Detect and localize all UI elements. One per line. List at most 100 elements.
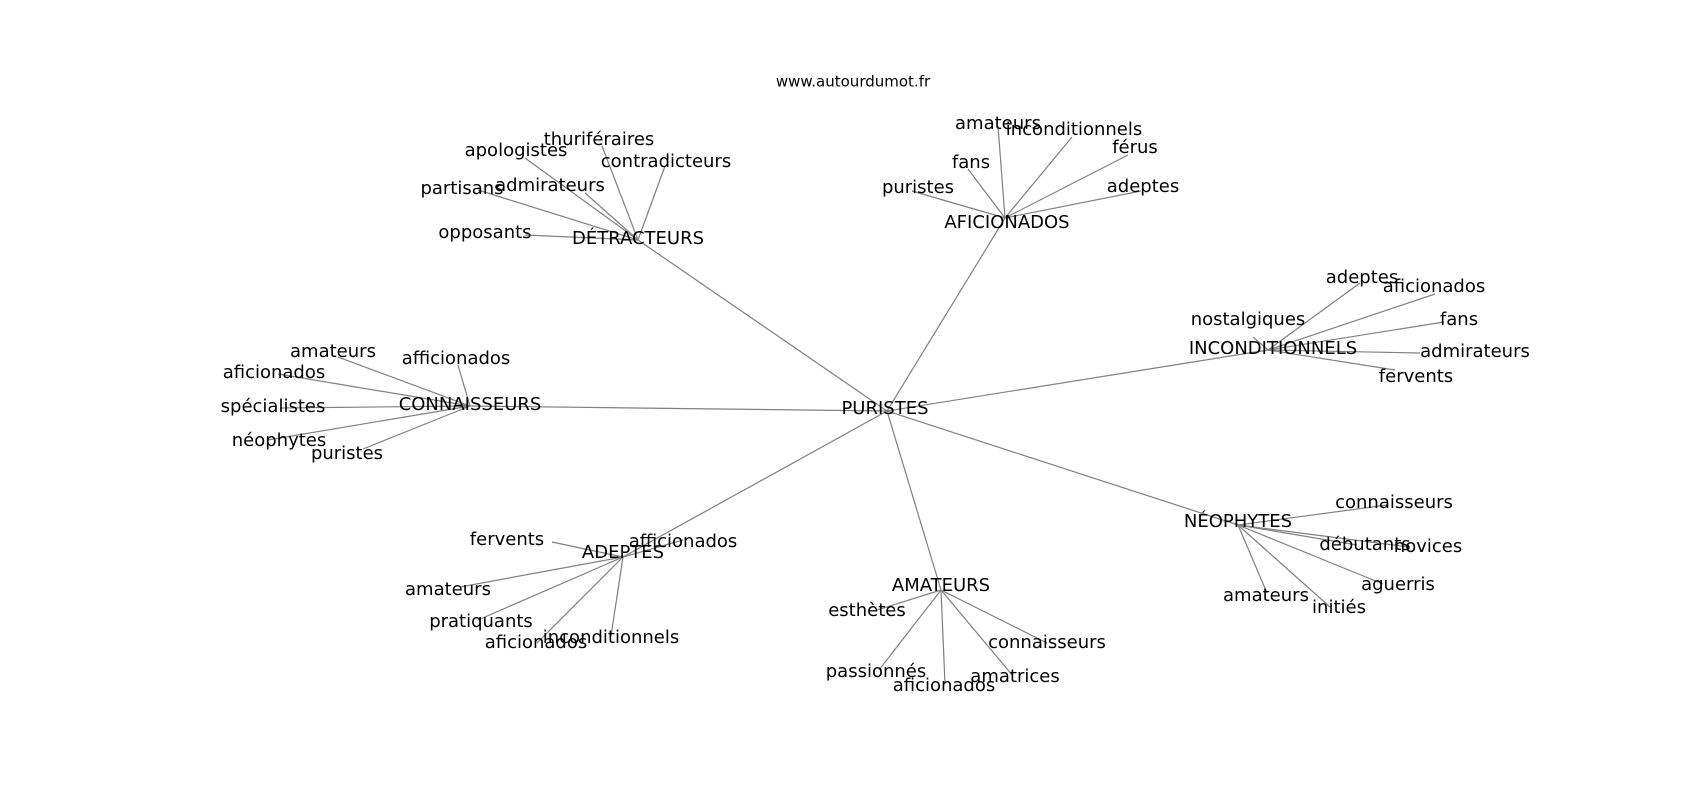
edge-branch-to-leaf (940, 589, 1048, 644)
leaf-node-label[interactable]: adeptes (1107, 176, 1179, 197)
leaf-node-label[interactable]: débutants (1319, 534, 1410, 555)
edge-branch-to-leaf (457, 364, 471, 407)
leaf-node-label[interactable]: thuriféraires (544, 129, 655, 150)
edge-branch-to-leaf (362, 405, 471, 450)
edge-branch-to-leaf (536, 556, 624, 644)
leaf-node-label[interactable]: inconditionnels (543, 627, 680, 648)
edge-branch-to-leaf (277, 373, 471, 407)
edge-branch-to-leaf (637, 165, 666, 241)
branch-node-label[interactable]: CONNAISSEURS (399, 394, 542, 415)
edge-branch-to-leaf (622, 539, 684, 558)
branch-node-label[interactable]: AMATEURS (892, 575, 990, 596)
leaf-node-label[interactable]: admirateurs (495, 175, 605, 196)
leaf-node-label[interactable]: spécialistes (221, 396, 326, 417)
edge-center-to-branch (469, 405, 888, 412)
edge-branch-to-leaf (940, 589, 1014, 677)
edge-branch-to-leaf (551, 541, 624, 558)
leaf-node-label[interactable]: amateurs (405, 579, 491, 600)
leaf-node-label[interactable]: pratiquants (429, 611, 533, 632)
site-url-label: www.autourdumot.fr (776, 73, 931, 91)
leaf-node-label[interactable]: aguerris (1361, 574, 1435, 595)
leaf-node-label[interactable]: amatrices (970, 666, 1059, 687)
leaf-node-label[interactable]: férus (1112, 137, 1158, 158)
branch-node-label[interactable]: ADEPTES (582, 542, 664, 563)
edge-branch-to-leaf (524, 234, 639, 241)
center-node-label[interactable]: PURISTES (841, 398, 928, 419)
leaf-node-label[interactable]: aficionados (485, 632, 588, 653)
edge-branch-to-leaf (1267, 282, 1361, 351)
edge-branch-to-leaf (1237, 524, 1358, 546)
edge-branch-to-leaf (1237, 504, 1388, 526)
leaf-node-label[interactable]: amateurs (290, 341, 376, 362)
leaf-node-label[interactable]: esthètes (828, 600, 906, 621)
leaf-node-label[interactable]: néophytes (232, 430, 327, 451)
leaf-node-label[interactable]: fans (1440, 309, 1478, 330)
edge-center-to-branch (886, 410, 1239, 526)
leaf-node-label[interactable]: aficionados (223, 362, 326, 383)
edge-branch-to-leaf (1237, 524, 1384, 585)
leaf-node-label[interactable]: connaisseurs (988, 632, 1106, 653)
leaf-node-label[interactable]: adeptes (1326, 267, 1398, 288)
leaf-node-label[interactable]: passionnés (826, 661, 927, 682)
edge-branch-to-leaf (584, 192, 639, 241)
edge-branch-to-leaf (279, 405, 471, 409)
leaf-node-label[interactable]: partisans (420, 178, 503, 199)
edge-branch-to-leaf (911, 190, 1006, 219)
edge-branch-to-leaf (878, 589, 942, 671)
leaf-node-label[interactable]: amateurs (955, 113, 1041, 134)
leaf-node-label[interactable]: afficionados (629, 531, 738, 552)
leaf-node-label[interactable]: connaisseurs (1335, 492, 1453, 513)
edge-branch-to-leaf (477, 189, 639, 241)
edge-branch-to-leaf (477, 556, 624, 621)
edge-branch-to-leaf (1267, 349, 1421, 354)
edge-center-to-branch (622, 410, 888, 558)
edge-branch-to-leaf (1237, 524, 1331, 608)
leaf-node-label[interactable]: inconditionnels (1006, 119, 1143, 140)
leaf-node-label[interactable]: puristes (882, 177, 954, 198)
edge-branch-to-leaf (967, 168, 1006, 219)
leaf-node-label[interactable]: aficionados (1383, 276, 1486, 297)
leaf-node-label[interactable]: fervents (1379, 366, 1453, 387)
leaf-node-label[interactable]: admirateurs (1420, 341, 1530, 362)
leaf-node-label[interactable]: fervents (470, 529, 544, 550)
edges-layer (267, 125, 1445, 685)
edge-branch-to-leaf (1267, 349, 1396, 371)
edge-branch-to-leaf (459, 556, 624, 588)
leaf-node-label[interactable]: puristes (311, 443, 383, 464)
leaf-node-label[interactable]: opposants (438, 222, 531, 243)
leaf-node-label[interactable]: nostalgiques (1191, 309, 1306, 330)
branch-node-label[interactable]: DÉTRACTEURS (572, 227, 704, 249)
edge-branch-to-leaf (1004, 136, 1073, 219)
edge-branch-to-leaf (337, 356, 471, 407)
leaf-node-label[interactable]: aficionados (893, 675, 996, 696)
edge-branch-to-leaf (1267, 321, 1445, 351)
edge-center-to-branch (886, 410, 942, 591)
labels-layer: DÉTRACTEURS opposants partisans apologistes… (221, 113, 1530, 696)
branch-node-label[interactable]: AFICIONADOS (944, 212, 1069, 233)
branch-node-label[interactable]: INCONDITIONNELS (1189, 338, 1357, 359)
leaf-node-label[interactable]: contradicteurs (601, 151, 731, 172)
edge-branch-to-leaf (610, 556, 624, 637)
leaf-node-label[interactable]: apologistes (465, 140, 568, 161)
edge-branch-to-leaf (997, 125, 1006, 219)
leaf-node-label[interactable]: fans (952, 152, 990, 173)
edge-center-to-branch (886, 217, 1006, 412)
edge-branch-to-leaf (1237, 524, 1410, 548)
edge-branch-to-leaf (1004, 154, 1129, 219)
leaf-node-label[interactable]: novices (1394, 536, 1462, 557)
edge-branch-to-leaf (1252, 336, 1269, 351)
edge-branch-to-leaf (940, 589, 946, 685)
edge-branch-to-leaf (1237, 524, 1268, 594)
branch-node-label[interactable]: NÉOPHYTES (1184, 510, 1292, 532)
edge-branch-to-leaf (601, 145, 639, 241)
edge-center-to-branch (886, 349, 1269, 412)
edge-branch-to-leaf (876, 589, 942, 611)
leaf-node-label[interactable]: initiés (1312, 597, 1366, 618)
leaf-node-label[interactable]: amateurs (1223, 585, 1309, 606)
leaf-node-label[interactable]: afficionados (402, 348, 511, 369)
edge-branch-to-leaf (267, 405, 471, 441)
edge-center-to-branch (637, 239, 888, 412)
edge-branch-to-leaf (524, 157, 639, 241)
edge-branch-to-leaf (1004, 190, 1142, 219)
